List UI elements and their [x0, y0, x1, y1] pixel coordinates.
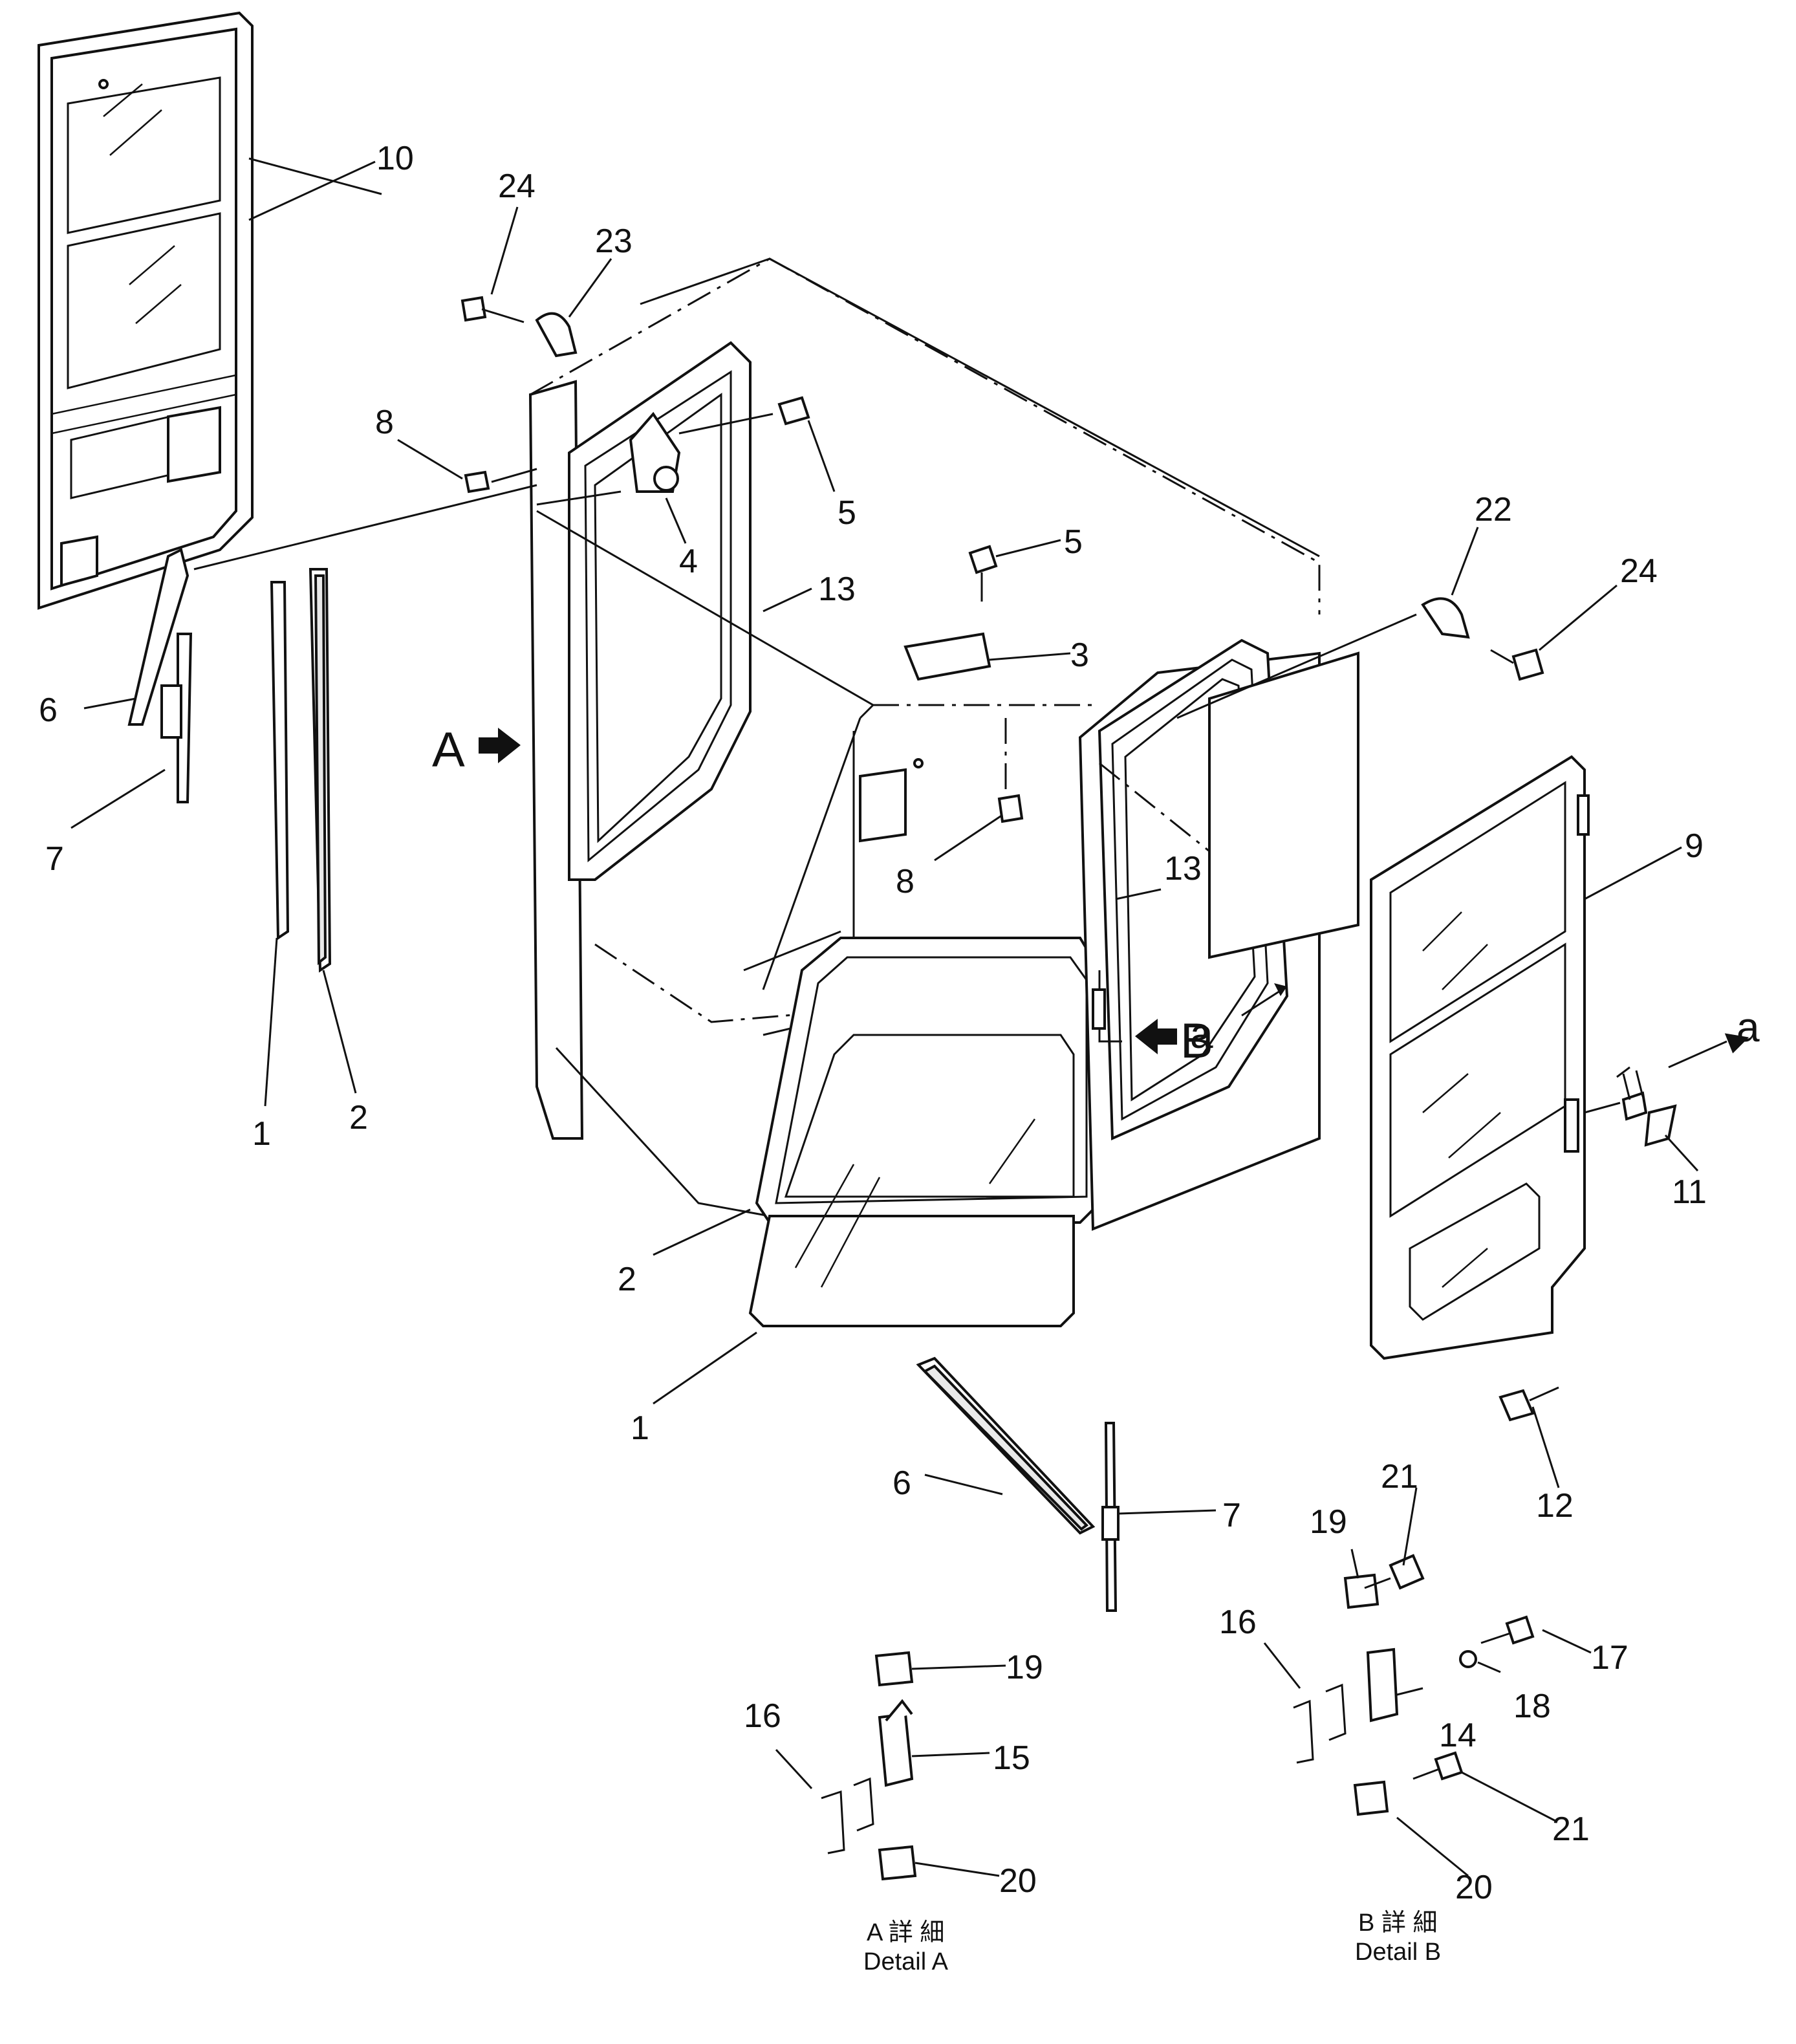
hinge-11: [1584, 1033, 1749, 1147]
callout-3: 3: [1070, 636, 1089, 674]
detail-b-caption: Detail B: [1355, 1939, 1441, 1966]
right-door-9: [1370, 755, 1590, 1360]
view-arrow-b-icon: [1135, 1019, 1177, 1054]
callout-2-front: 2: [618, 1261, 636, 1298]
callout-15: 15: [993, 1739, 1030, 1777]
callout-24: 24: [498, 168, 536, 205]
callout-12: 12: [1536, 1487, 1574, 1525]
callout-13: 13: [818, 571, 856, 608]
callout-9: 9: [1685, 827, 1704, 865]
callout-19-b: 19: [1310, 1503, 1347, 1541]
callout-10: 10: [376, 140, 414, 177]
arrow-a-small-icon: [1274, 983, 1287, 996]
callout-22: 22: [1475, 491, 1512, 528]
callout-1-left: 1: [252, 1115, 271, 1153]
callout-6-left: 6: [39, 691, 58, 729]
callout-4: 4: [679, 543, 698, 580]
callout-1-front: 1: [631, 1409, 649, 1447]
callout-6-front: 6: [893, 1464, 911, 1502]
bolt-12: [1498, 1386, 1559, 1422]
wiper-left: [127, 484, 537, 803]
callout-11: 11: [1672, 1173, 1707, 1211]
callout-5-mid: 5: [1064, 523, 1083, 561]
callout-24-right: 24: [1620, 552, 1658, 590]
callout-21-bottom: 21: [1552, 1810, 1590, 1848]
callout-labels: 10 24 23 8 5 4 5 13 22 24 3 6 7 8 13 9 1…: [39, 140, 1707, 1906]
left-door-10: [38, 11, 254, 610]
cab-body: [528, 257, 1359, 1327]
callout-7-left: 7: [45, 840, 64, 878]
callout-18: 18: [1513, 1688, 1551, 1725]
hardware-top: [460, 296, 1544, 823]
view-marker-a: A: [432, 723, 465, 777]
callout-16-b: 16: [1219, 1604, 1257, 1641]
callout-13-right: 13: [1164, 850, 1202, 887]
seals-left: [270, 568, 332, 973]
callout-20-b: 20: [1455, 1869, 1493, 1906]
detail-b-caption-jp: B 詳 細: [1358, 1909, 1437, 1937]
callout-19-a: 19: [1006, 1649, 1043, 1686]
callout-14: 14: [1439, 1717, 1477, 1754]
detail-b-parts: [1293, 1554, 1535, 1816]
callout-8: 8: [375, 404, 394, 441]
callout-2-left: 2: [349, 1099, 368, 1136]
callout-5: 5: [838, 494, 856, 532]
callout-16-a: 16: [744, 1697, 781, 1735]
view-arrow-a-icon: [479, 728, 521, 763]
callout-17: 17: [1591, 1639, 1628, 1677]
detail-a-caption-jp: A 詳 細: [867, 1919, 944, 1946]
view-marker-a-small-center: a: [1190, 1010, 1213, 1057]
callout-23: 23: [595, 223, 633, 260]
callout-20-a: 20: [999, 1862, 1037, 1900]
view-marker-a-small-right: a: [1736, 1004, 1760, 1050]
callout-8-mid: 8: [896, 863, 914, 900]
callout-7-front: 7: [1222, 1497, 1241, 1534]
callout-21-top: 21: [1381, 1458, 1418, 1495]
wiper-front: [916, 1356, 1120, 1612]
view-marker-b: B: [1180, 1014, 1213, 1069]
detail-a-parts: [821, 1651, 917, 1881]
detail-a-caption: Detail A: [863, 1948, 949, 1975]
leader-lines: [70, 160, 1699, 1877]
